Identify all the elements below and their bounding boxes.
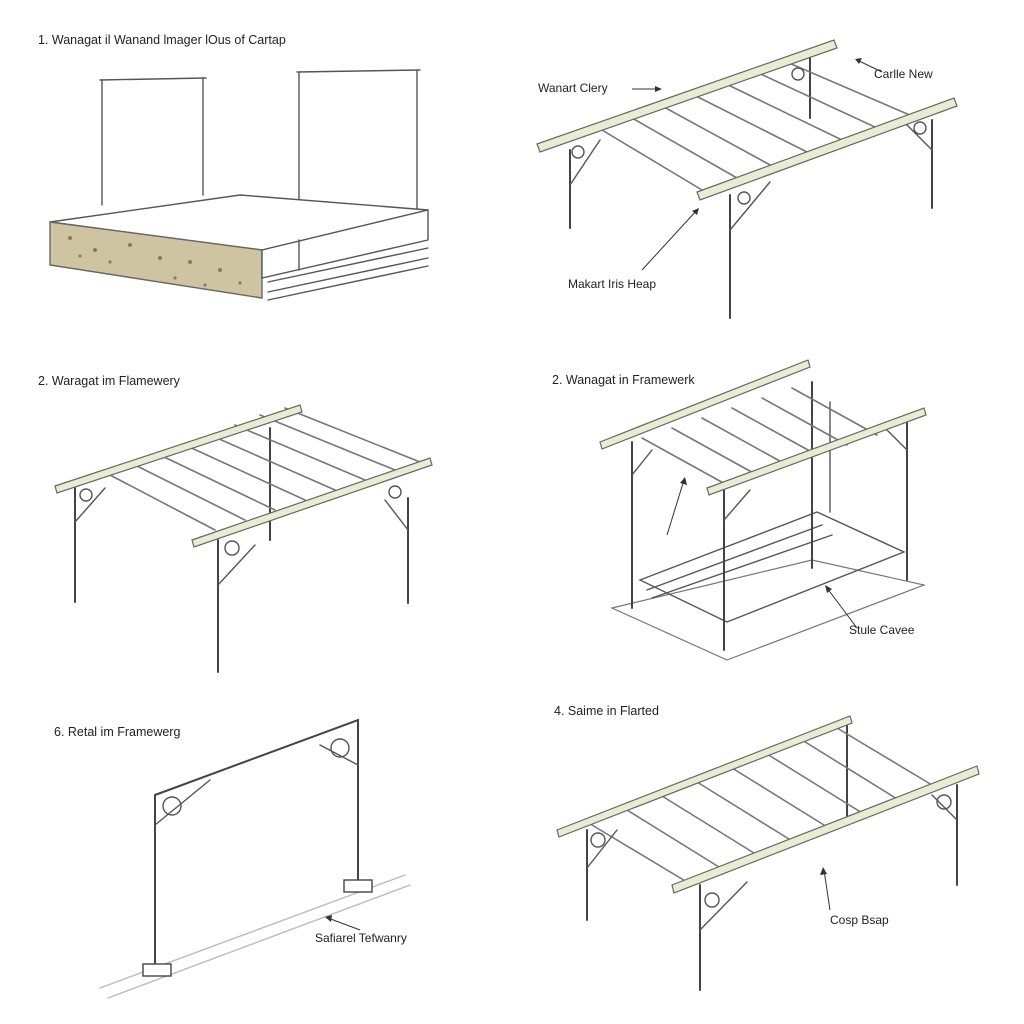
panel-3-title: 2. Waragat im Flamewery [38,374,180,388]
panel-1-title: 1. Wanagat il Wanand lmager lOus of Cart… [38,33,286,47]
panel-2-drawing [536,39,958,319]
panel-5: 6. Retal im Framewerg Safiarel Tefwanry [0,680,512,1024]
label-cosp-bsap: Cosp Bsap [830,913,889,927]
panel-1: 1. Wanagat il Wanand lmager lOus of Cart… [0,0,512,340]
label-safiarel-tefwanry: Safiarel Tefwanry [315,931,407,945]
panel-3-drawing [54,404,433,673]
panel-2: Wanart Clery Carlle New Makart Iris Heap [512,0,1024,340]
panel-4-drawing [599,359,927,661]
label-carlle-new: Carlle New [874,67,933,81]
label-stule-cavee: Stule Cavee [849,623,915,637]
panel-4: 2. Wanagat in Framewerk Stule Cavee [512,340,1024,680]
panel-4-title: 2. Wanagat in Framewerk [552,373,695,387]
panel-6: 4. Saime in Flarted Cosp Bsap [512,680,1024,1024]
panel-5-title: 6. Retal im Framewerg [54,725,181,739]
panel-1-drawing [49,69,429,301]
panel-5-drawing [99,718,411,999]
panel-6-title: 4. Saime in Flarted [554,704,659,718]
label-wanart-clery: Wanart Clery [538,81,608,95]
panel-6-drawing [556,715,980,991]
panel-3: 2. Waragat im Flamewery [0,340,512,680]
label-makart-iris-heap: Makart Iris Heap [568,277,657,291]
